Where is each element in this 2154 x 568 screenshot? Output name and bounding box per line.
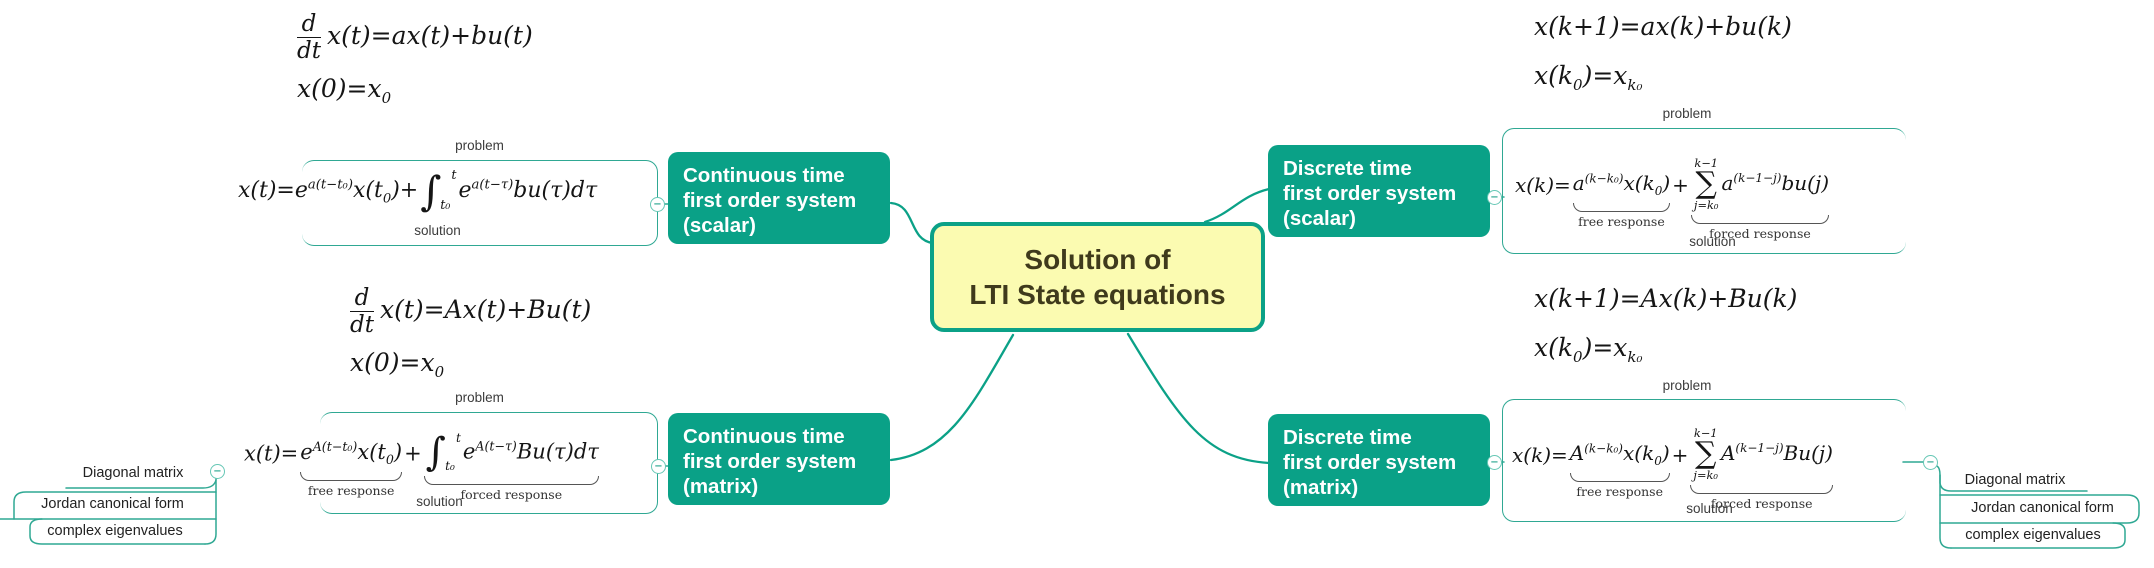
subtopic-diagonal-matrix-right[interactable]: Diagonal matrix (1964, 472, 2066, 488)
subtopic-complex-eigen-left[interactable]: complex eigenvalues (47, 523, 183, 539)
topic-label-line: Discrete time (1283, 426, 1412, 449)
topic-label-line: (matrix) (1283, 476, 1359, 499)
topic-label-line: first order system (683, 450, 857, 473)
solution-label-discrete-matrix: solution (1686, 501, 1733, 516)
topic-continuous-scalar[interactable]: Continuous time first order system (scal… (668, 152, 890, 244)
topic-label-line: Continuous time (683, 425, 845, 448)
subtopic-jordan-form-left[interactable]: Jordan canonical form (41, 496, 184, 512)
equation-discrete-scalar-problem: x(k+1)=ax(k)+bu(k) x(k0)=xk₀ (1534, 12, 1792, 94)
topic-continuous-matrix[interactable]: Continuous time first order system (matr… (668, 413, 890, 505)
solution-label-continuous-scalar: solution (414, 223, 461, 238)
problem-label-continuous-scalar: problem (455, 138, 504, 153)
collapse-icon-subgroup-right[interactable]: − (1923, 455, 1938, 470)
collapse-icon-continuous-matrix[interactable]: − (651, 459, 666, 474)
collapse-icon-continuous-scalar[interactable]: − (650, 197, 665, 212)
subtopic-jordan-form-right[interactable]: Jordan canonical form (1971, 500, 2114, 516)
collapse-icon-discrete-scalar[interactable]: − (1487, 190, 1502, 205)
topic-discrete-scalar[interactable]: Discrete time first order system (scalar… (1268, 145, 1490, 237)
subtopic-diagonal-matrix-left[interactable]: Diagonal matrix (82, 465, 184, 481)
problem-label-discrete-matrix: problem (1662, 378, 1712, 393)
solution-boundary-discrete-scalar (1502, 128, 1906, 254)
solution-boundary-discrete-matrix (1502, 399, 1906, 522)
problem-label-continuous-matrix: problem (455, 390, 504, 405)
topic-label-line: (scalar) (683, 214, 756, 237)
topic-label-line: Discrete time (1283, 157, 1412, 180)
topic-label-line: first order system (1283, 182, 1457, 205)
collapse-icon-discrete-matrix[interactable]: − (1487, 455, 1502, 470)
central-topic-line2: LTI State equations (969, 279, 1226, 310)
solution-label-discrete-scalar: solution (1689, 234, 1736, 249)
topic-label-line: first order system (1283, 451, 1457, 474)
topic-discrete-matrix[interactable]: Discrete time first order system (matrix… (1268, 414, 1490, 506)
topic-label-line: (scalar) (1283, 207, 1356, 230)
central-topic-line1: Solution of (1024, 244, 1171, 275)
central-topic[interactable]: Solution of LTI State equations (930, 222, 1265, 332)
solution-label-continuous-matrix: solution (416, 494, 463, 509)
subtopic-complex-eigen-right[interactable]: complex eigenvalues (1965, 527, 2101, 543)
topic-label-line: first order system (683, 189, 857, 212)
topic-label-line: Continuous time (683, 164, 845, 187)
topic-label-line: (matrix) (683, 475, 759, 498)
collapse-icon-subgroup-left[interactable]: − (210, 464, 225, 479)
equation-discrete-matrix-problem: x(k+1)=Ax(k)+Bu(k) x(k0)=xk₀ (1534, 284, 1798, 366)
problem-label-discrete-scalar: problem (1662, 106, 1712, 121)
